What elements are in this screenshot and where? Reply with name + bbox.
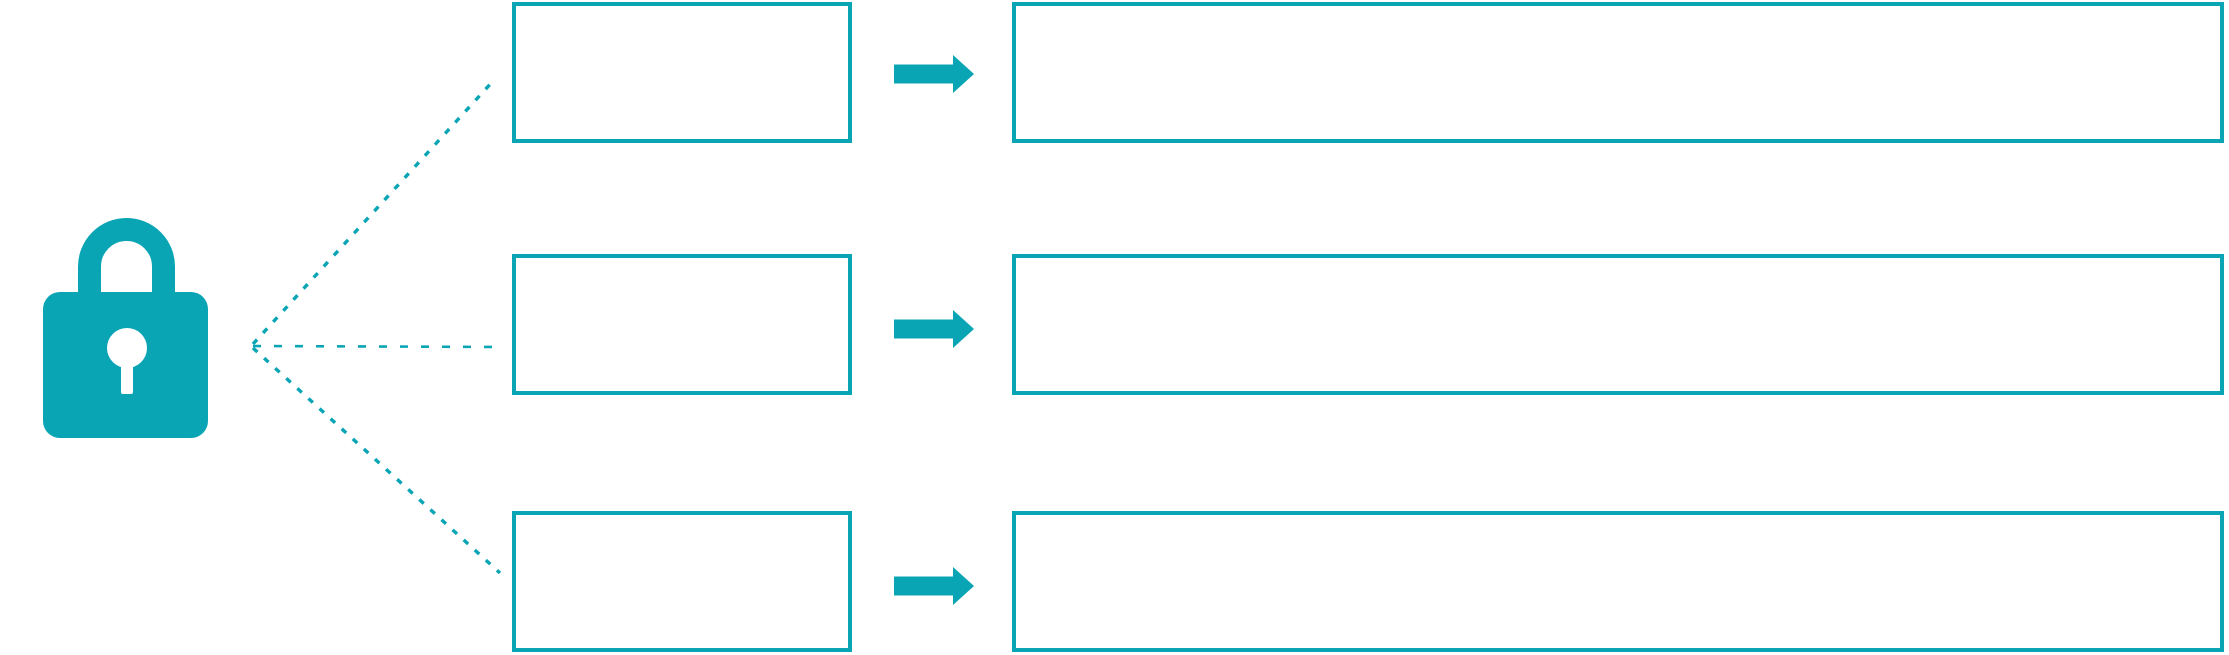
output-box-3[interactable] <box>1012 511 2224 652</box>
right-arrow-icon <box>894 567 974 605</box>
output-box-2[interactable] <box>1012 254 2224 395</box>
lock-icon <box>43 218 208 438</box>
right-arrow-icon <box>894 310 974 348</box>
output-box-1[interactable] <box>1012 2 2224 143</box>
connector-middle-line <box>252 344 503 349</box>
input-box-2[interactable] <box>512 254 852 395</box>
input-box-1[interactable] <box>512 2 852 143</box>
connector-top-line <box>251 78 496 346</box>
connector-bottom-line <box>251 346 502 575</box>
input-box-3[interactable] <box>512 511 852 652</box>
right-arrow-icon <box>894 55 974 93</box>
